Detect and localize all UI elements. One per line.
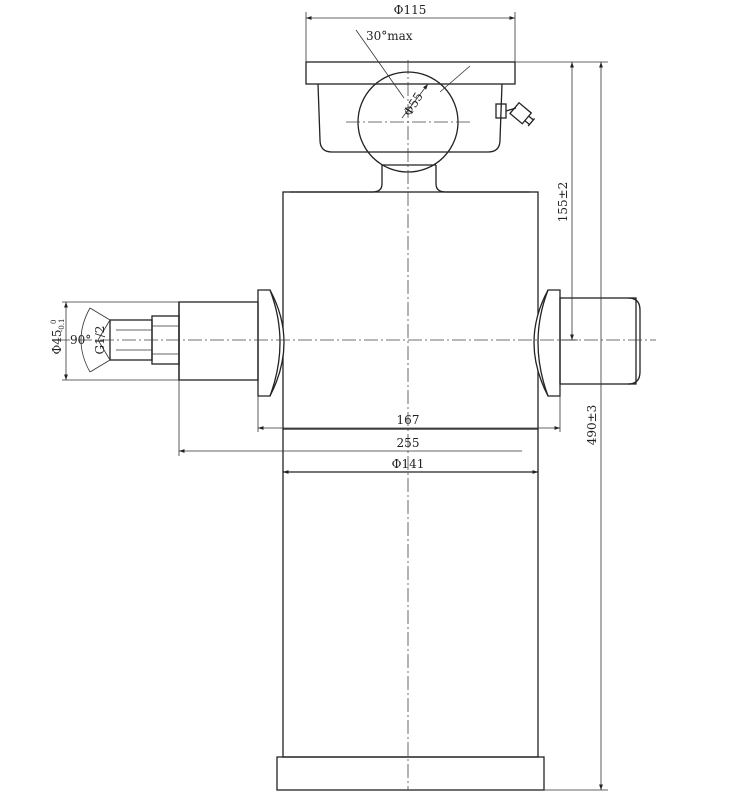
dim-port-cone-angle: 90° <box>70 333 91 347</box>
cylinder-lower-stage <box>276 429 545 791</box>
dim-ball-to-mount-height: 155±2 <box>556 182 570 223</box>
dim-tilt-angle: 30°max <box>366 29 413 43</box>
dim-port-boss-tolerance-upper: 0 <box>50 320 58 324</box>
dim-port-thread: G1/2 <box>93 326 107 355</box>
dim-port-boss-tolerance-lower: -0.1 <box>58 319 66 333</box>
cylinder-upper-body <box>282 191 539 430</box>
left-trunnion <box>257 289 285 397</box>
dim-top-flange-diameter: Φ115 <box>394 3 427 17</box>
dim-trunnion-overall: 255 <box>397 436 420 450</box>
dim-port-boss-diameter: Φ45 <box>50 329 64 354</box>
right-trunnion <box>533 289 641 397</box>
oil-port-fitting <box>62 301 259 381</box>
dim-lines <box>178 61 608 791</box>
dim-overall-height: 490±3 <box>585 405 599 446</box>
dim-ball-diameter: Φ55 <box>401 90 426 119</box>
top-flange <box>305 12 516 85</box>
grease-nipple-icon <box>495 101 536 127</box>
dim-trunnion-span: 167 <box>397 413 420 427</box>
dim-body-diameter: Φ141 <box>392 457 425 471</box>
